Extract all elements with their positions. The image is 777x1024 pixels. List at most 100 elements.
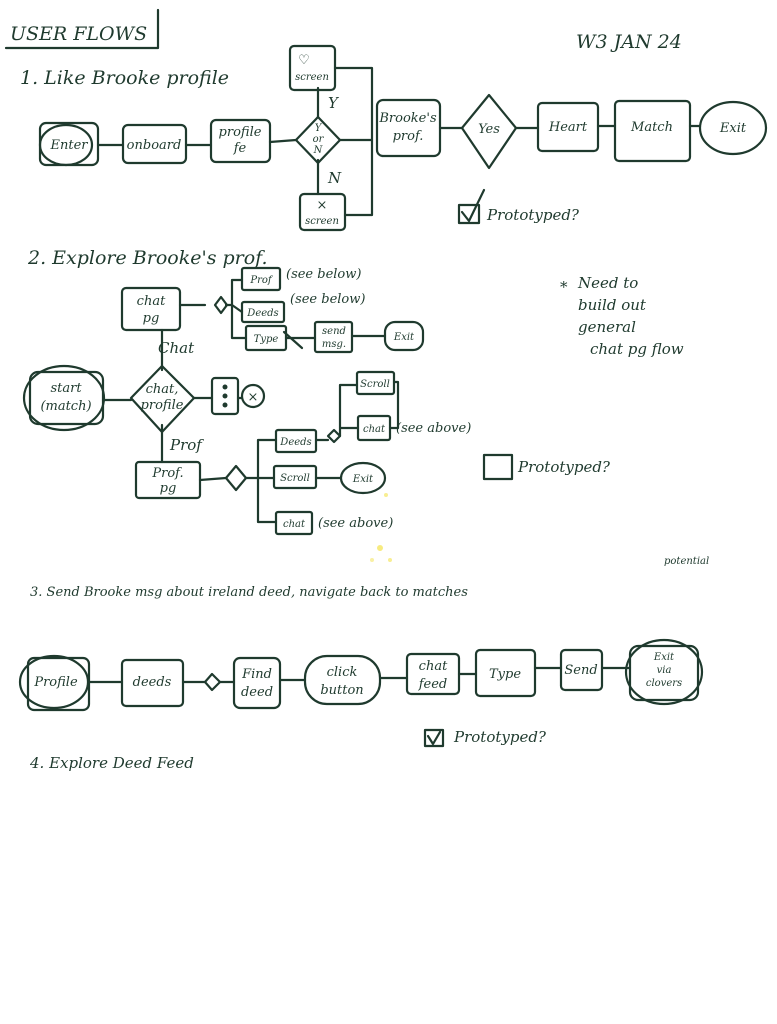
svg-text:Exit: Exit: [719, 121, 747, 136]
enter-label: Enter: [50, 138, 89, 153]
svg-text:screen: screen: [295, 72, 329, 83]
flow-4-heading: 4. Explore Deed Feed: [29, 754, 194, 772]
find-deed-node: Find deed: [232, 656, 282, 710]
flow-3-connectors: [87, 666, 632, 684]
chat-bottom-node: chat (see above): [274, 510, 393, 536]
match-node: Match: [613, 99, 692, 163]
flow-1-prototyped: Prototyped?: [457, 188, 580, 225]
svg-text:(see below): (see below): [290, 292, 365, 307]
onboard-label: onboard: [127, 138, 182, 153]
svg-text:Prototyped?: Prototyped?: [453, 728, 547, 746]
onboard-node: onboard: [121, 123, 188, 165]
flow-2-note: * Need to build out general chat pg flow: [560, 274, 684, 358]
svg-text:chat: chat: [419, 659, 448, 674]
svg-text:msg.: msg.: [322, 339, 346, 350]
svg-text:button: button: [320, 683, 363, 698]
svg-text:chat,: chat,: [146, 382, 179, 397]
svg-text:chat pg flow: chat pg flow: [590, 340, 684, 358]
scroll-top-node: Scroll: [355, 370, 396, 396]
yes-decision: Yes: [460, 93, 518, 170]
svg-text:prof.: prof.: [393, 129, 424, 144]
svg-text:Type: Type: [254, 334, 279, 345]
chat-pg-branches: [178, 278, 248, 340]
deeds-node: deeds: [120, 658, 185, 708]
svg-text:general: general: [578, 318, 636, 336]
heart-screen-icon: ♡: [298, 53, 310, 68]
svg-text:pg: pg: [160, 481, 177, 496]
heart-screen-node: ♡ screen: [288, 44, 337, 92]
svg-text:screen: screen: [305, 216, 339, 227]
svg-text:Scroll: Scroll: [360, 379, 390, 390]
deeds-decision: [203, 672, 222, 692]
svg-text:(match): (match): [40, 399, 91, 414]
type-flow3-node: Type: [474, 648, 537, 698]
svg-text:Match: Match: [630, 120, 673, 135]
potential-annotation: potential: [664, 556, 709, 567]
chat-mid-node: chat (see above): [356, 414, 471, 442]
svg-text:Y: Y: [315, 123, 323, 134]
svg-text:Find: Find: [241, 667, 272, 682]
flow-3-prototyped: Prototyped?: [423, 728, 547, 748]
chat-feed-node: chat feed: [405, 652, 461, 696]
svg-text:Prototyped?: Prototyped?: [486, 206, 580, 224]
chat-pg-hub: [213, 295, 229, 315]
prof-top-node: Prof (see below): [240, 266, 361, 292]
svg-text:feed: feed: [418, 677, 448, 692]
profile-feed-node: profile fe: [209, 118, 272, 164]
chat-pg-node: chat pg: [120, 286, 182, 332]
svg-text:deeds: deeds: [133, 675, 172, 690]
flow-1: 1. Like Brooke profile Enter onboard pro…: [20, 44, 768, 232]
flow-2-heading: 2. Explore Brooke's prof.: [27, 247, 268, 269]
svg-text:Exit: Exit: [393, 332, 415, 343]
chat-profile-decision: chat, profile: [129, 364, 196, 434]
title-underline: [4, 8, 160, 50]
svg-text:Yes: Yes: [478, 122, 500, 137]
checkmark-icon-2: [426, 730, 442, 746]
svg-text:Exit: Exit: [352, 474, 374, 485]
svg-text:Deeds: Deeds: [246, 308, 278, 319]
svg-text:Need to: Need to: [577, 274, 638, 292]
exit-via-clovers-node: Exit via clovers: [624, 638, 704, 706]
svg-text:(see above): (see above): [318, 516, 393, 531]
start-match-node: start (match): [22, 364, 106, 432]
profile-feed-label-1: profile: [219, 125, 262, 140]
svg-text:Deeds: Deeds: [279, 437, 311, 448]
type-node: Type: [244, 324, 288, 352]
svg-text:or: or: [313, 134, 325, 145]
prof-branch-label: Prof: [169, 436, 204, 454]
flow-4: 4. Explore Deed Feed: [29, 754, 194, 772]
svg-text:chat: chat: [137, 294, 166, 309]
svg-text:Type: Type: [489, 667, 521, 682]
svg-text:deed: deed: [241, 685, 273, 700]
svg-text:profile: profile: [141, 398, 184, 413]
flow-1-connectors: [96, 124, 702, 147]
x-screen-node: × screen: [298, 192, 347, 232]
no-branch-label: N: [327, 169, 342, 187]
svg-text:Heart: Heart: [548, 120, 588, 135]
exit-top-node: Exit: [383, 320, 425, 352]
close-icon: [240, 383, 266, 409]
heart-node: Heart: [536, 101, 600, 153]
prof-pg-hub: [224, 464, 248, 492]
prof-pg-branches: [198, 438, 342, 524]
date-label: W3 JAN 24: [576, 31, 682, 53]
svg-text:×: ×: [248, 390, 259, 405]
profile-node: Profile: [18, 654, 91, 712]
svg-text:Brooke's: Brooke's: [378, 111, 437, 126]
svg-text:(see above): (see above): [396, 421, 471, 436]
exit-mid-node: Exit: [339, 461, 387, 495]
highlighter-specks: [370, 493, 392, 562]
svg-text:start: start: [50, 381, 82, 396]
chat-branch-label: Chat: [158, 339, 195, 357]
svg-text:Prof.: Prof.: [151, 466, 183, 481]
svg-text:Prof: Prof: [249, 275, 274, 286]
svg-text:build out: build out: [578, 296, 647, 314]
x-screen-icon: ×: [317, 198, 328, 213]
y-or-n-decision: Y or N: [294, 115, 342, 165]
flow-1-merge-line: [333, 66, 374, 217]
flow-3-heading: 3. Send Brooke msg about ireland deed, n…: [30, 585, 468, 600]
flow-3: potential 3. Send Brooke msg about irela…: [18, 556, 709, 748]
svg-text:Send: Send: [564, 663, 597, 678]
more-menu-node: ×: [210, 376, 266, 416]
